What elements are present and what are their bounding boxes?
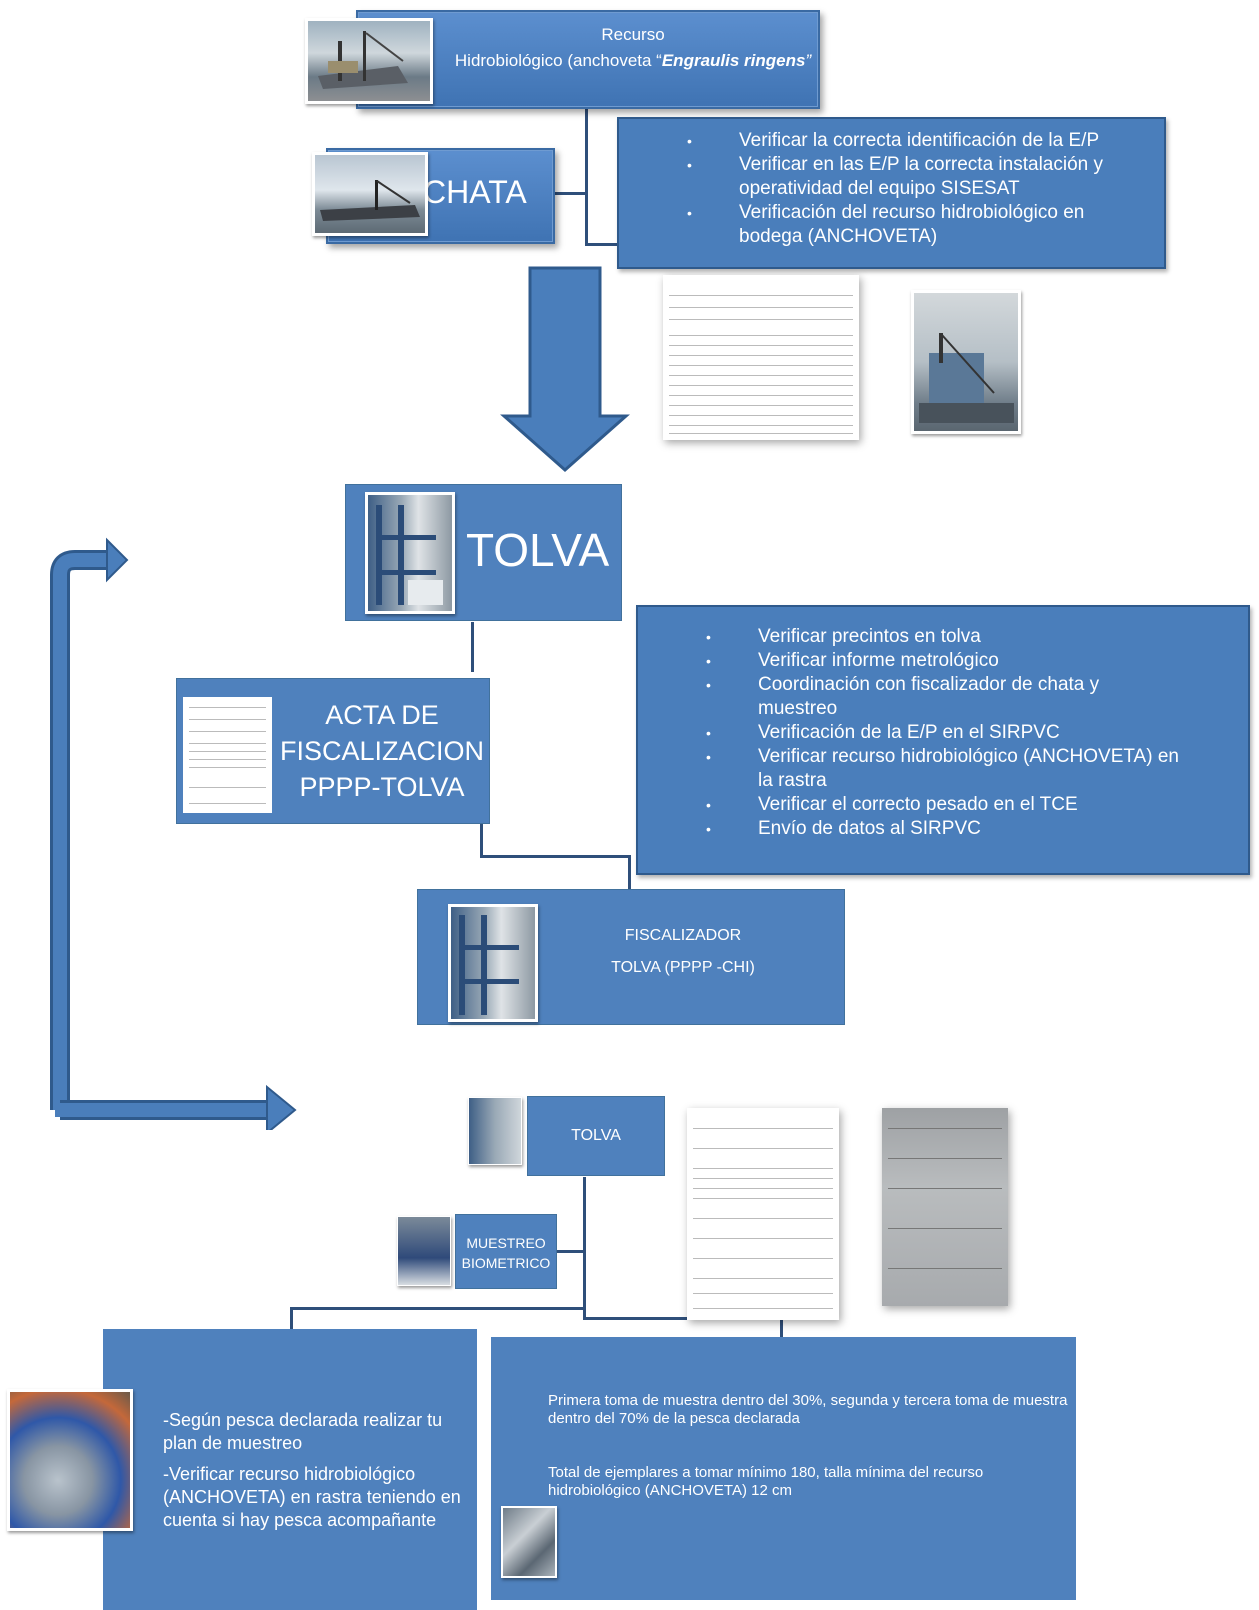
- recurso-photo: [305, 18, 433, 104]
- connector-to-checks: [585, 243, 620, 246]
- muestreo-text: MUESTREO BIOMETRICO: [456, 1233, 556, 1273]
- acta-document-image-2: [687, 1108, 839, 1320]
- tolva-check-item: Verificar precintos en tolva: [638, 625, 1248, 649]
- tolva-small-label: TOLVA: [571, 1127, 621, 1144]
- connector-to-muestreo: [553, 1250, 585, 1253]
- connector-to-muestra-h: [583, 1317, 783, 1320]
- fiscalizador-line2: TOLVA (PPPP -CHI): [611, 959, 755, 976]
- fish-basket-photo: [7, 1389, 133, 1531]
- muestreo-box: MUESTREO BIOMETRICO: [455, 1214, 557, 1289]
- muestra-box: Primera toma de muestra dentro del 30%, …: [491, 1337, 1076, 1600]
- plan-line1: -Según pesca declarada realizar tu plan …: [163, 1410, 443, 1453]
- tolva-small-box: TOLVA: [527, 1096, 665, 1176]
- acta-line2: FISCALIZACION: [279, 736, 485, 766]
- chata-checks-box: Verificar la correcta identificación de …: [617, 117, 1166, 269]
- connector-to-fiscalizador: [628, 855, 631, 889]
- species-name: Engraulis ringens: [661, 51, 806, 70]
- vessel-photo: [911, 290, 1021, 434]
- muestreo-line2: BIOMETRICO: [461, 1255, 551, 1271]
- plan-line2: -Verificar recurso hidrobiológico (ANCHO…: [163, 1464, 461, 1530]
- recurso-line2: Hidrobiológico (anchoveta “Engraulis rin…: [454, 51, 812, 70]
- acta-line1: ACTA DE: [325, 700, 439, 730]
- acta-line3: PPPP-TOLVA: [299, 772, 465, 802]
- connector-acta-right: [480, 855, 630, 858]
- plan-box: -Según pesca declarada realizar tu plan …: [103, 1329, 477, 1610]
- tolva-photo: [365, 492, 455, 614]
- muestra-text: Primera toma de muestra dentro del 30%, …: [548, 1392, 1073, 1500]
- chata-check-item: Verificar la correcta identificación de …: [619, 129, 1164, 153]
- connector-acta-down: [480, 818, 483, 856]
- tolva-check-item: Verificación de la E/P en el SIRPVC: [638, 721, 1248, 745]
- scanned-document-image: [882, 1108, 1008, 1306]
- tolva-small-photo: [468, 1097, 522, 1165]
- muestra-line1: Primera toma de muestra dentro del 30%, …: [548, 1392, 1068, 1427]
- chata-label: CHATA: [423, 174, 527, 210]
- tolva-check-item: Verificar el correcto pesado en el TCE: [638, 793, 1248, 817]
- chata-photo: [312, 152, 428, 236]
- loop-arrow-icon: [50, 537, 297, 1130]
- fiscalizador-line1: FISCALIZADOR: [624, 927, 742, 944]
- chata-check-item: Verificar en las E/P la correcta instala…: [619, 153, 1164, 201]
- acta-form-thumbnail: [183, 697, 272, 813]
- connector-recurso-chata: [585, 105, 588, 245]
- muestreo-photo: [397, 1216, 451, 1286]
- connector-to-plan-v: [290, 1307, 293, 1329]
- tolva-check-item: Coordinación con fiscalizador de chata y…: [638, 673, 1248, 721]
- tolva-checks-list: Verificar precintos en tolva Verificar i…: [638, 625, 1248, 841]
- down-arrow-icon: [500, 266, 630, 473]
- connector-tolva-down: [471, 622, 474, 672]
- tolva-check-item: Verificar informe metrológico: [638, 649, 1248, 673]
- chata-checks-list: Verificar la correcta identificación de …: [619, 129, 1164, 249]
- connector-to-chata: [555, 192, 587, 195]
- tolva-check-item: Envío de datos al SIRPVC: [638, 817, 1248, 841]
- acta-text: ACTA DE FISCALIZACION PPPP-TOLVA: [277, 697, 487, 805]
- muestra-line2: Total de ejemplares a tomar mínimo 180, …: [548, 1464, 984, 1499]
- fish-sample-photo: [501, 1506, 557, 1578]
- connector-to-plan-h: [290, 1307, 585, 1310]
- recurso-text: Recurso Hidrobiológico (anchoveta “Engra…: [453, 22, 813, 74]
- plan-text: -Según pesca declarada realizar tu plan …: [163, 1409, 473, 1532]
- connector-tolva-small-down: [583, 1177, 586, 1317]
- tolva-check-item: Verificar recurso hidrobiológico (ANCHOV…: [638, 745, 1248, 793]
- connector-to-muestra-v: [780, 1317, 783, 1337]
- recurso-line1: Recurso: [601, 25, 665, 44]
- tolva-label: TOLVA: [466, 524, 610, 576]
- acta-document-image: [663, 275, 859, 440]
- muestreo-line1: MUESTREO: [466, 1235, 546, 1251]
- chata-check-item: Verificación del recurso hidrobiológico …: [619, 201, 1164, 249]
- tolva-checks-box: Verificar precintos en tolva Verificar i…: [636, 605, 1250, 875]
- fiscalizador-photo: [448, 904, 538, 1022]
- recurso-box: Recurso Hidrobiológico (anchoveta “Engra…: [356, 10, 820, 109]
- fiscalizador-text: FISCALIZADOR TOLVA (PPPP -CHI): [583, 920, 783, 984]
